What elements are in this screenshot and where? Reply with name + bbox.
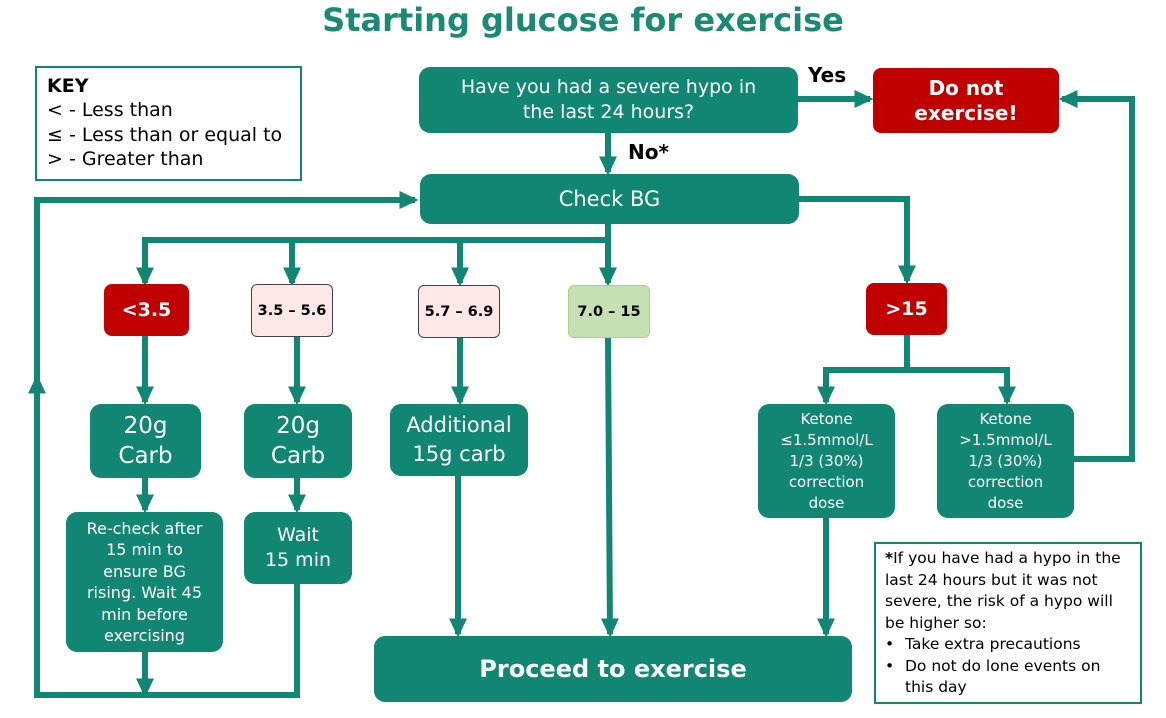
do-not-exercise-box: Do not exercise! — [873, 68, 1059, 133]
note-star: * — [885, 549, 894, 567]
key-line-less-equal: ≤ - Less than or equal to — [47, 123, 283, 146]
check-bg-box: Check BG — [420, 174, 799, 224]
key-line-less: < - Less than — [47, 99, 173, 121]
no-label: No* — [628, 140, 669, 164]
bus-right — [798, 196, 916, 285]
key-heading: KEY — [47, 75, 89, 97]
carb-1-box: 20g Carb — [90, 404, 201, 478]
proceed-box: Proceed to exercise — [374, 636, 852, 702]
note-bullet-1: •Take extra precautions — [885, 634, 1131, 656]
carb-3-box: Additional 15g carb — [390, 404, 528, 476]
wait-box: Wait 15 min — [244, 512, 352, 584]
range-2-box: 3.5 – 5.6 — [251, 284, 333, 337]
carb-2-box: 20g Carb — [244, 404, 352, 478]
yes-label: Yes — [808, 63, 847, 87]
arrow-r4-to-proceed — [600, 337, 619, 638]
note-bullet-2: •Do not do lone events on this day — [885, 656, 1131, 699]
note-bullet-2-text: Do not do lone events on this day — [905, 656, 1101, 697]
note-text: *If you have had a hypo in the last 24 h… — [885, 548, 1131, 634]
key-legend: KEY < - Less than ≤ - Less than or equal… — [35, 66, 302, 181]
range-4-box: 7.0 – 15 — [568, 285, 650, 338]
branch-ketone-high — [907, 367, 1010, 402]
arrow-ketone-high-to-donot — [1058, 90, 1135, 462]
key-line-greater: > - Greater than — [47, 148, 204, 170]
loop-back-line — [34, 191, 419, 698]
range-3-box: 5.7 – 6.9 — [418, 285, 500, 338]
recheck-box: Re-check after 15 min to ensure BG risin… — [66, 512, 223, 652]
range-low-box: <3.5 — [104, 284, 189, 336]
bus-left — [136, 224, 611, 287]
ketone-low-box: Ketone ≤1.5mmol/L 1/3 (30%) correction d… — [758, 404, 895, 518]
ketone-high-box: Ketone >1.5mmol/L 1/3 (30%) correction d… — [937, 404, 1074, 518]
page-title: Starting glucose for exercise — [322, 1, 844, 39]
branch-ketone-low — [817, 334, 910, 406]
note-bullet-1-text: Take extra precautions — [905, 635, 1081, 653]
question-box: Have you had a severe hypo in the last 2… — [419, 67, 798, 133]
hypo-note: *If you have had a hypo in the last 24 h… — [874, 542, 1142, 704]
range-high-box: >15 — [866, 283, 947, 335]
note-body: If you have had a hypo in the last 24 ho… — [885, 549, 1121, 632]
